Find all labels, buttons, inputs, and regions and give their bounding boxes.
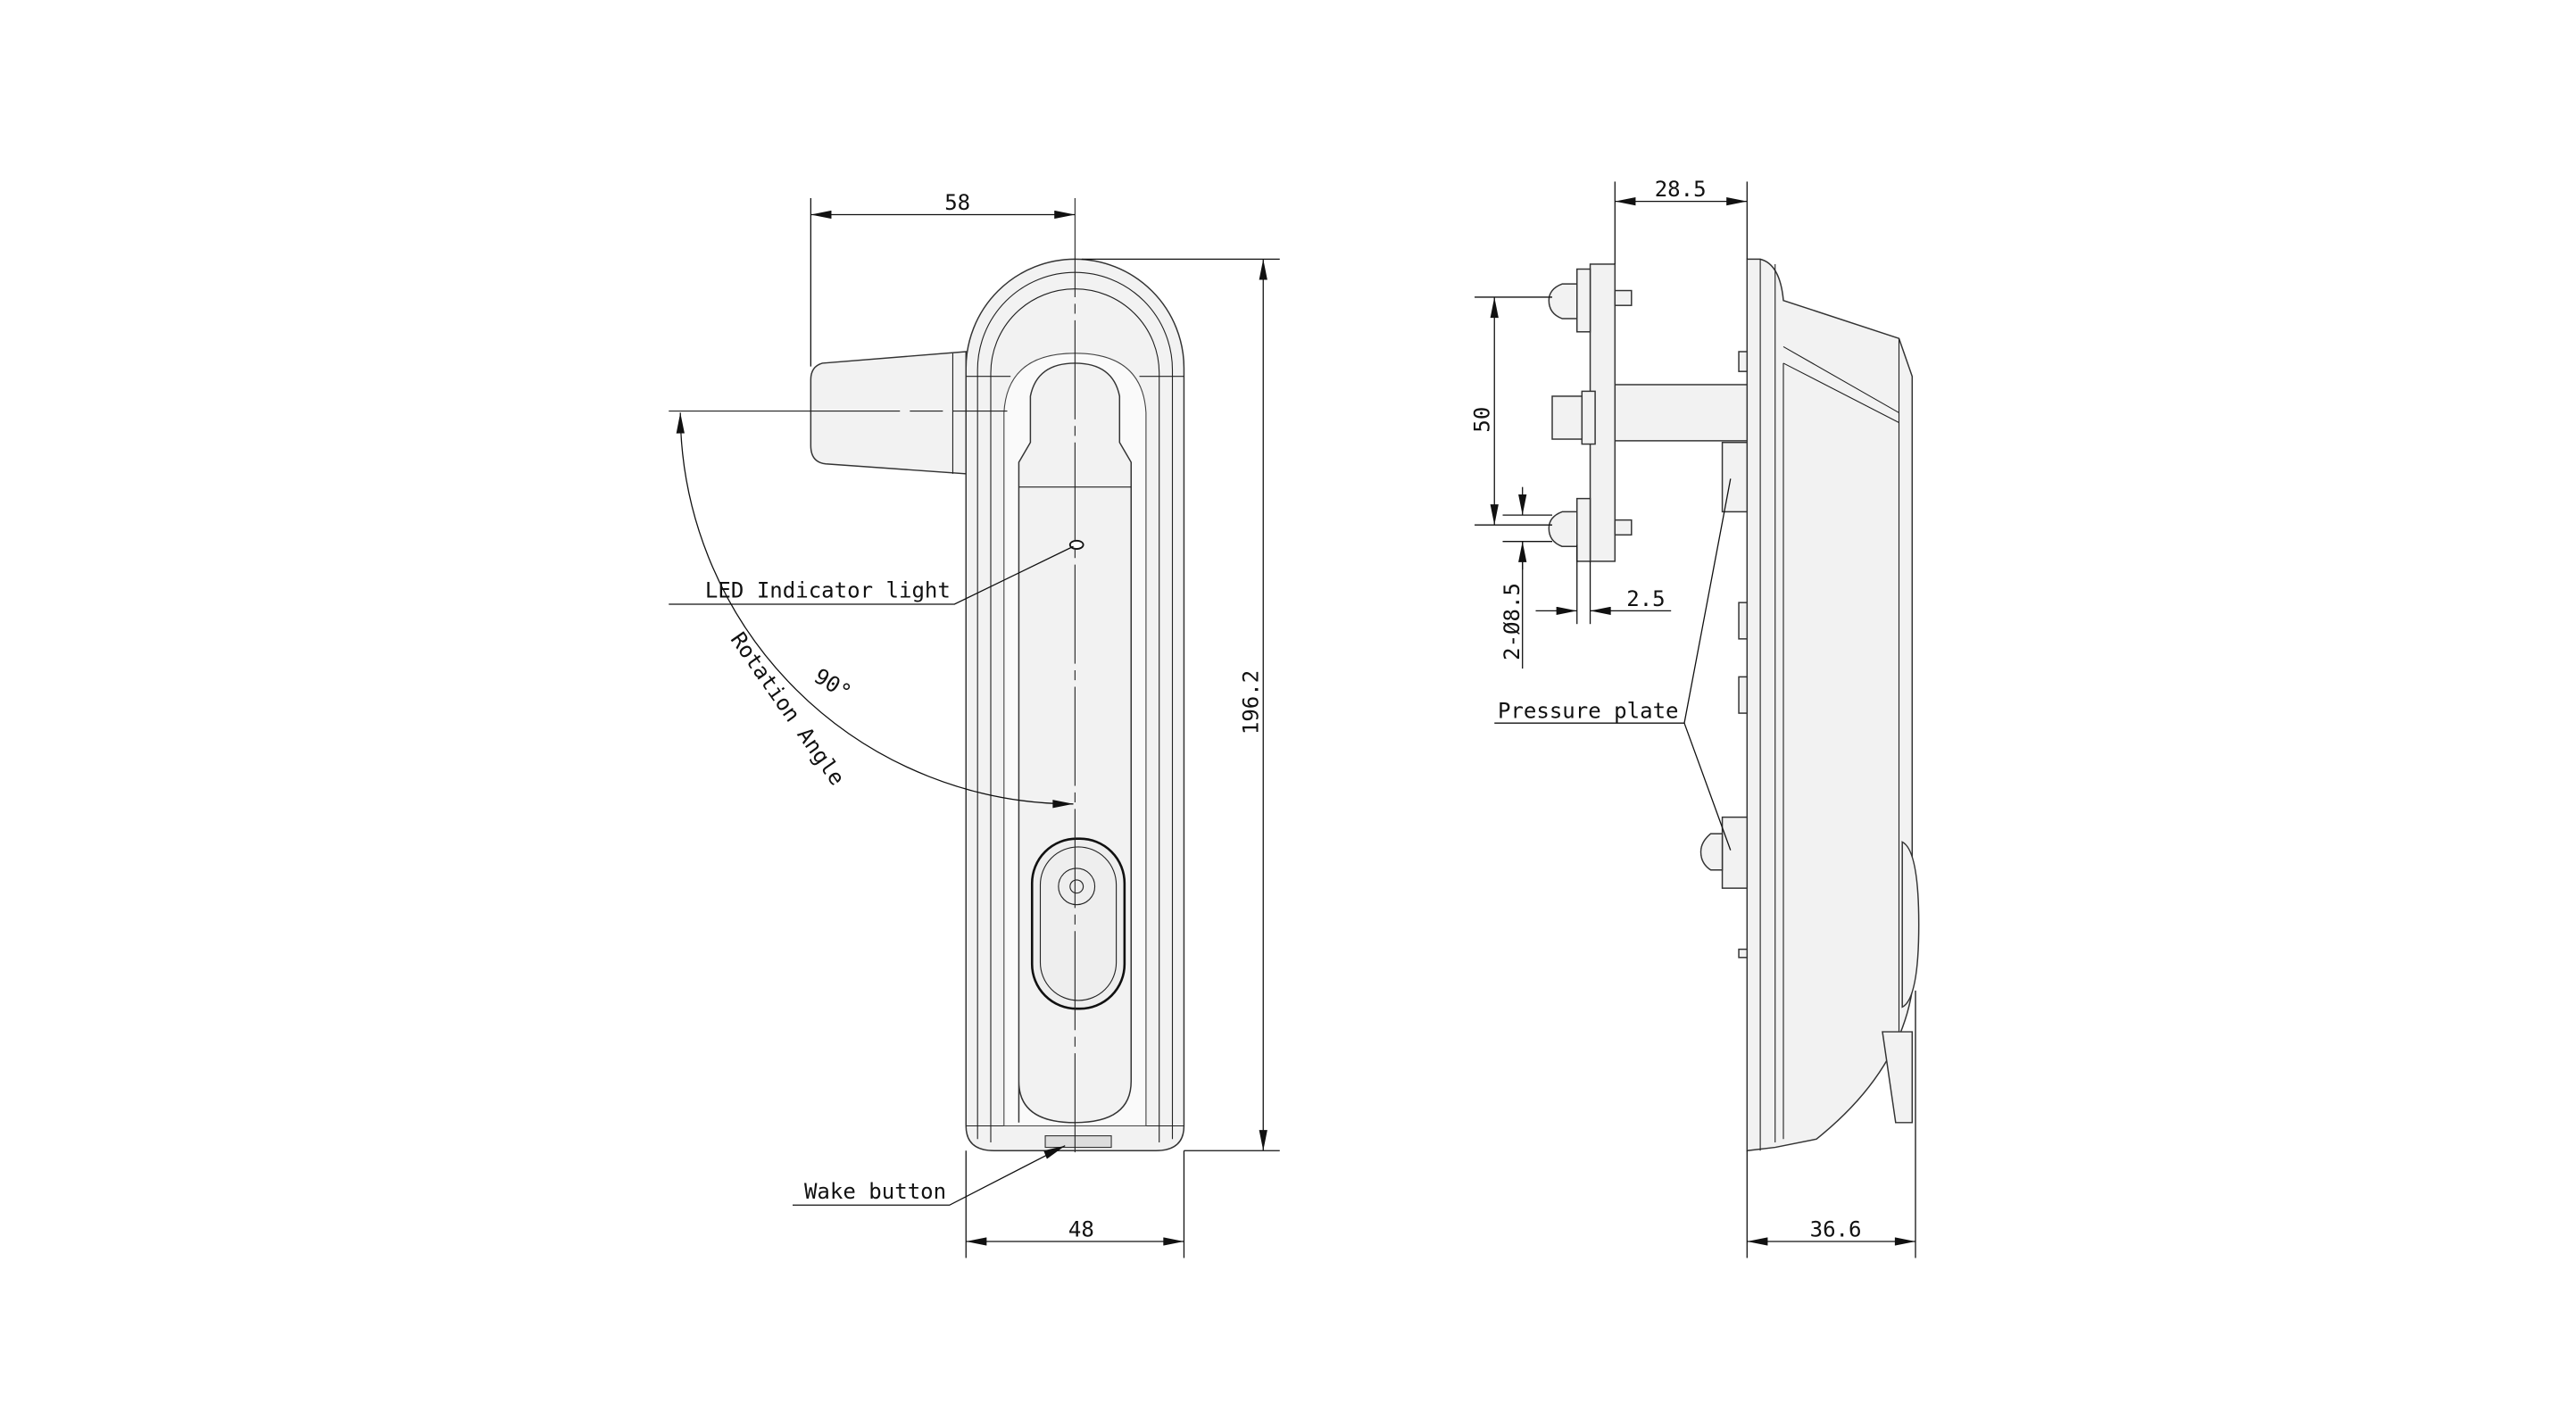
dim-2-5: 2.5	[1626, 586, 1665, 611]
dim-58: 58	[944, 190, 970, 215]
keyhole-icon	[1058, 868, 1096, 906]
dim-196-2: 196.2	[1239, 670, 1264, 735]
rotation-angle-label: Rotation Angle	[726, 627, 850, 790]
wake-label: Wake button	[804, 1179, 946, 1204]
dim-hole-dia: 2-Ø8.5	[1500, 583, 1525, 660]
front-view: 58 196.2 48 90° Rotation Angle LED Indic…	[669, 190, 1280, 1258]
shaft	[1614, 384, 1749, 442]
angle-90: 90°	[810, 663, 856, 705]
side-body	[1746, 258, 1914, 1152]
pressure-plate-label: Pressure plate	[1498, 699, 1679, 724]
wake-button[interactable]	[1044, 1135, 1112, 1149]
dim-28-5: 28.5	[1655, 177, 1707, 202]
side-view: 28.5 50 2-Ø8.5 2.5 Pressure plate 36.6	[1470, 177, 1920, 1258]
lever	[810, 351, 967, 475]
bolt-bottom	[1548, 497, 1633, 562]
bolt-middle	[1551, 390, 1596, 445]
dim-50: 50	[1470, 407, 1495, 433]
led-label: LED Indicator light	[705, 578, 951, 603]
key-button[interactable]	[1030, 837, 1126, 1010]
pressure-plate-bottom	[1721, 816, 1749, 889]
bolt-top	[1548, 268, 1633, 333]
dim-36-6: 36.6	[1810, 1216, 1862, 1241]
dim-48: 48	[1068, 1216, 1094, 1241]
